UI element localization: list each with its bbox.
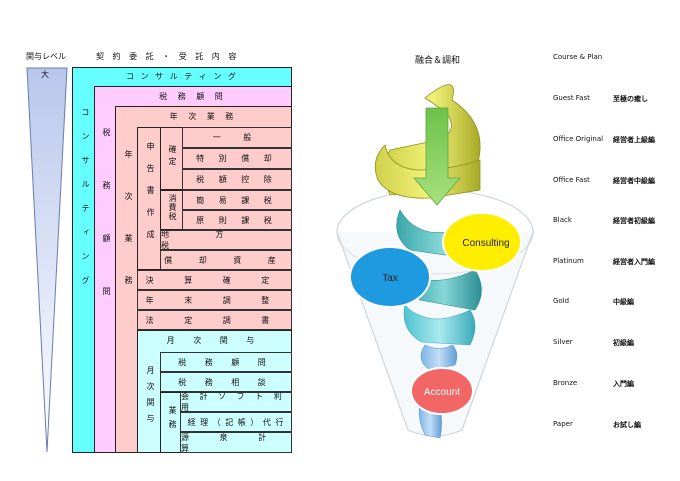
plan-level: 中級編 (613, 298, 634, 306)
involvement-wedge (26, 67, 68, 453)
account-ellipse (410, 367, 474, 415)
consumption-item-standard: 原 則 課 税 (182, 210, 292, 230)
confirm-item-tax-credit: 税 額 控 除 (182, 169, 292, 190)
plan-level: 初級編 (613, 339, 634, 347)
plan-level: 至極の癒し (613, 95, 648, 103)
confirm-item-special-depreciation: 特 別 償 却 (182, 148, 292, 169)
work-item-accounting-software: 会 計 ソ フ ト 利 用 (180, 392, 292, 412)
consulting-vertical: コンサルティング (81, 108, 90, 300)
work-vertical: 業務 (168, 406, 177, 434)
tax-advisory-header: 税 務 顧 問 (159, 91, 227, 101)
monthly-tax-consultation: 税 務 相 談 (160, 372, 292, 392)
account-label: Account (424, 387, 460, 398)
plan-name: Gold (553, 297, 570, 305)
local-tax-row: 地 方 税 (160, 230, 292, 250)
plan-name: Office Fast (553, 176, 590, 184)
plan-name: Silver (553, 338, 573, 346)
plan-level: 経営者中級編 (613, 177, 655, 185)
tax-label: Tax (382, 273, 398, 284)
consulting-label: Consulting (462, 238, 509, 249)
legal-documents-row: 法 定 調 書 (137, 310, 292, 330)
filing-vertical: 申告書作成 (146, 142, 155, 252)
course-plan-header: Course & Plan (553, 53, 603, 61)
consumption-item-simplified: 簡 易 課 税 (182, 190, 292, 210)
fusion-diagram: Consulting Tax Account (336, 84, 534, 439)
monthly-vertical: 月次関与 (146, 366, 155, 430)
plan-name: Black (553, 216, 572, 224)
plan-level: 経営者上級編 (613, 136, 655, 144)
fusion-title: 融合＆調和 (415, 56, 461, 66)
work-item-withholding: 源 泉 計 算 (180, 432, 292, 453)
tax-advisory-vertical: 税務顧問 (102, 128, 111, 340)
plan-name: Paper (553, 420, 573, 428)
tax-ellipse (349, 246, 431, 308)
depreciable-assets-row: 償 却 資 産 (160, 250, 292, 270)
annual-work-header: 年 次 業 務 (169, 112, 238, 121)
work-item-bookkeeping: 経 理 （ 記 帳 ） 代 行 (180, 412, 292, 432)
consulting-ellipse (442, 212, 522, 272)
confirm-item-general: 一 般 (182, 127, 292, 148)
plan-name: Platinum (553, 257, 584, 265)
consumption-tax-vertical: 消費税 (168, 194, 177, 221)
confirm-vertical: 確定 (168, 145, 177, 169)
plan-level: 入門編 (613, 380, 634, 388)
year-end-adjustment-row: 年 末 調 整 (137, 290, 292, 310)
settlement-row: 決 算 確 定 (137, 270, 292, 290)
plan-name: Office Original (553, 135, 604, 143)
consulting-header: コ ン サ ル テ ィ ン グ (126, 72, 238, 81)
monthly-tax-advisory: 税 務 顧 問 (160, 352, 292, 372)
plan-level: お試し編 (613, 421, 641, 429)
big-label: 大 (41, 70, 49, 79)
plan-name: Guest Fast (553, 94, 590, 102)
plan-name: Bronze (553, 379, 578, 387)
contract-header: 契 約 委 託 ・ 受 託 内 容 (96, 52, 240, 61)
annual-work-vertical: 年次業務 (124, 150, 133, 318)
involvement-level-label: 関与レベル (26, 52, 66, 61)
plan-level: 経営者初級編 (613, 217, 655, 225)
plan-level: 経営者入門編 (613, 258, 655, 266)
monthly-header: 月 次 関 与 (166, 335, 263, 345)
